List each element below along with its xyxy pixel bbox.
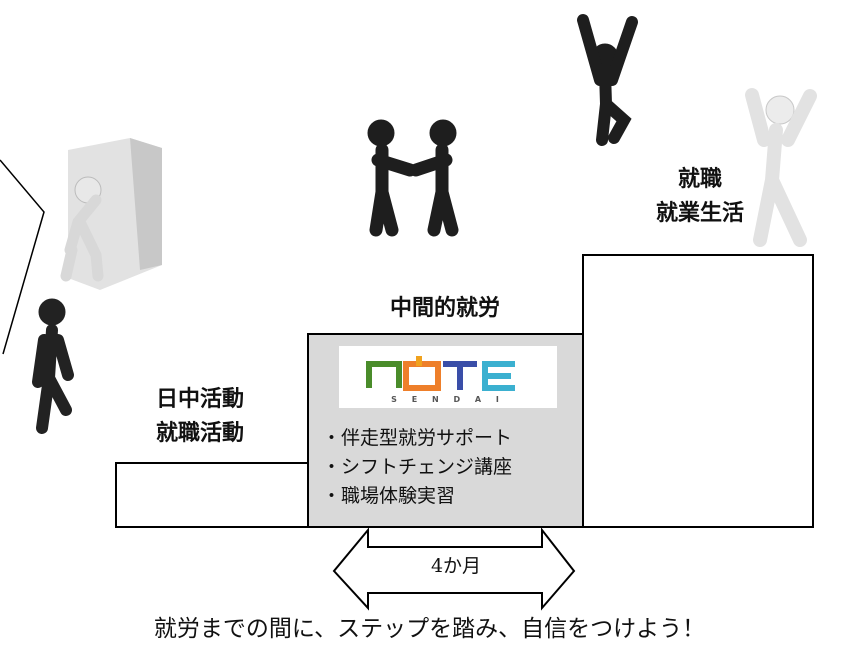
label-high-line2: 就業生活	[655, 201, 744, 226]
duration-label: 4か月	[430, 555, 482, 577]
handshake-figures-icon	[367, 119, 459, 237]
caption: 就労までの間に、ステップを踏み、自信をつけよう！	[153, 616, 706, 642]
label-low: 日中活動 就職活動	[130, 383, 270, 451]
callout-outline	[0, 159, 45, 355]
step-high	[582, 254, 814, 528]
label-mid: 中間的就労	[389, 296, 500, 321]
walking-figure-icon	[32, 298, 74, 434]
label-high-line1: 就職	[677, 167, 722, 192]
note-logo-icon: S E N D A I	[366, 356, 515, 404]
bullet-item: ・シフトチェンジ講座	[322, 456, 513, 478]
bullet-item: ・伴走型就労サポート	[322, 427, 513, 449]
bullet-item: ・職場体験実習	[322, 485, 456, 507]
label-low-line2: 就職活動	[155, 421, 244, 446]
wall-figure-icon	[60, 138, 162, 290]
svg-text:S E N D A I: S E N D A I	[391, 395, 505, 404]
label-low-line1: 日中活動	[155, 387, 244, 412]
jumping-figure-icon	[577, 14, 638, 146]
label-high: 就職 就業生活	[630, 163, 770, 231]
mid-bullet-list: ・伴走型就労サポート ・シフトチェンジ講座 ・職場体験実習	[322, 424, 512, 511]
note-sendai-logo: S E N D A I	[339, 346, 557, 408]
step-low	[115, 462, 310, 528]
